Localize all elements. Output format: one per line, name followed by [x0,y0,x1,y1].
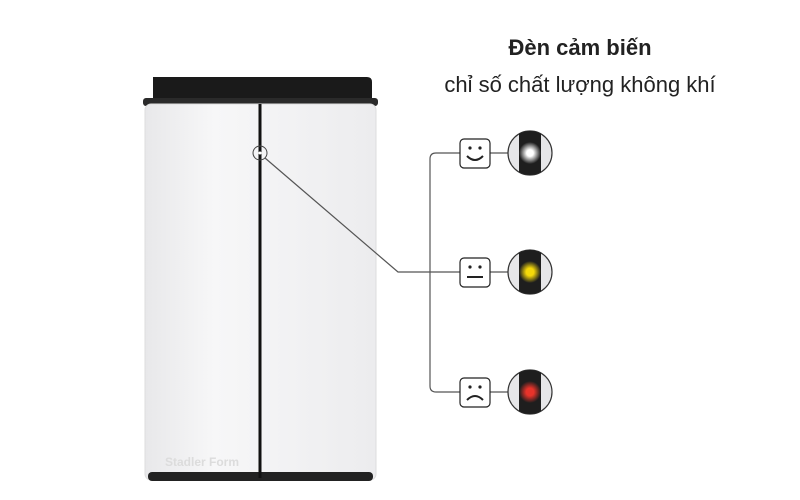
brand-logo: Stadler Form [165,455,239,469]
white-light-indicator [507,130,553,176]
yellow-light-indicator [507,249,553,295]
red-light-indicator [507,369,553,415]
sad-face-icon [459,377,491,408]
happy-face-icon [459,138,491,169]
heading-title: Đèn cảm biến [508,35,652,60]
heading-subtitle: chỉ số chất lượng không khí [444,72,716,97]
connector-lines [264,152,508,393]
neutral-face-icon [459,257,491,288]
air-purifier: Stadler Form [143,77,378,481]
